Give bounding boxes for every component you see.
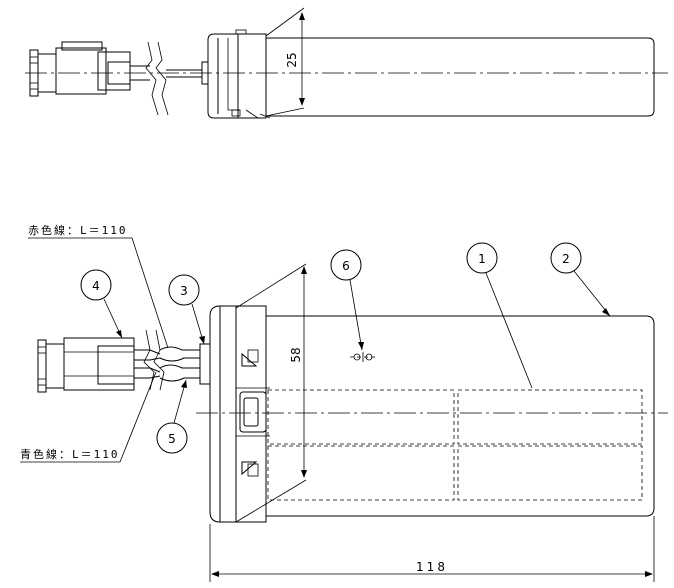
- bottom-connector: [37, 337, 161, 393]
- upper-latch: [241, 352, 258, 367]
- balloon-2: 2: [550, 242, 611, 317]
- top-break-line-1: [145, 41, 159, 116]
- svg-text:6: 6: [342, 259, 350, 273]
- balloon-6: 6: [330, 249, 364, 351]
- top-battery-body: [201, 29, 655, 119]
- red-wire-label-group: 赤色線：L＝110: [28, 223, 169, 349]
- switch-housing: [239, 391, 267, 433]
- red-wire-leader: [131, 237, 169, 349]
- bottom-break-line-2: [153, 329, 165, 391]
- red-wire: [159, 346, 200, 351]
- dimension-118: 118: [209, 516, 655, 582]
- cell-4: [457, 445, 643, 501]
- bottom-view: 58 118 赤色線：L＝110 青色線：L＝110 1: [20, 223, 668, 582]
- lower-latch: [241, 461, 258, 476]
- svg-text:5: 5: [168, 432, 176, 446]
- blue-wire-label: 青色線：L＝110: [20, 447, 120, 461]
- red-wire-label: 赤色線：L＝110: [28, 223, 128, 237]
- top-connector: [29, 41, 150, 97]
- svg-text:1: 1: [478, 252, 486, 266]
- blue-wire-leader: [119, 371, 157, 463]
- cell-3: [267, 445, 455, 501]
- balloon-1: 1: [466, 242, 533, 389]
- grommet: [199, 343, 211, 385]
- svg-text:2: 2: [562, 252, 570, 266]
- top-break-line-2: [155, 41, 169, 116]
- dimension-58-label: 58: [289, 347, 303, 362]
- svg-text:4: 4: [92, 279, 100, 293]
- svg-text:3: 3: [180, 284, 188, 298]
- part-6-contact: [350, 352, 376, 362]
- bottom-battery-body: [209, 305, 655, 523]
- top-view: 25: [25, 7, 668, 119]
- balloon-4: 4: [80, 269, 123, 339]
- balloon-3: 3: [168, 274, 205, 345]
- balloon-5: 5: [156, 379, 188, 454]
- cell-2: [457, 389, 643, 445]
- blue-wire-label-group: 青色線：L＝110: [20, 371, 157, 463]
- dimension-25: 25: [265, 7, 305, 117]
- switch: [243, 397, 259, 427]
- bottom-break-line-1: [143, 329, 155, 391]
- dimension-25-label: 25: [285, 52, 299, 67]
- blue-wire: [159, 364, 200, 369]
- dimension-118-label: 118: [416, 560, 448, 574]
- cell-1: [267, 389, 455, 445]
- dimension-58: 58: [235, 263, 307, 523]
